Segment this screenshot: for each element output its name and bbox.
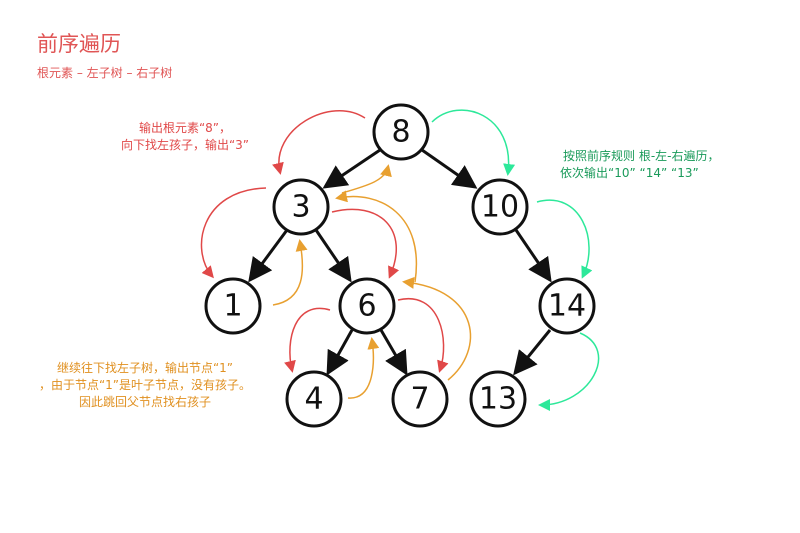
edge-14-13 (513, 329, 552, 376)
root-note-line: 向下找左孩子，输出“3” (120, 138, 250, 152)
edge-3-6 (314, 229, 352, 283)
root-note: 输出根元素“8”， 向下找左孩子，输出“3” (100, 120, 270, 154)
svg-text:4: 4 (304, 382, 323, 417)
right-note-line: 依次输出“10” “14” “13” (560, 166, 699, 180)
red-arrows (200, 109, 449, 373)
edge-3-1 (248, 229, 289, 283)
edge-8-3 (322, 148, 381, 189)
right-note-line: 按照前序规则 根-左-右遍历， (563, 149, 720, 163)
svg-text:14: 14 (548, 289, 586, 324)
node-7: 7 (391, 370, 449, 428)
node-3: 3 (272, 178, 330, 236)
left-subtree-note: 继续往下找左子树，输出节点“1” ，由于节点“1”是叶子节点，没有孩子。 因此跳… (15, 360, 275, 411)
tree-edges (248, 148, 552, 376)
svg-text:10: 10 (481, 190, 519, 225)
svg-text:3: 3 (291, 190, 310, 225)
edge-10-14 (514, 229, 552, 283)
node-6: 6 (338, 277, 396, 335)
node-14: 14 (538, 277, 596, 335)
left-note-line: 继续往下找左子树，输出节点“1” (56, 361, 234, 375)
svg-text:7: 7 (410, 382, 429, 417)
node-4: 4 (285, 370, 343, 428)
svg-text:13: 13 (479, 382, 517, 417)
green-arrows (431, 109, 600, 411)
page-title: 前序遍历 (37, 32, 121, 56)
left-note-line: 因此跳回父节点找右孩子 (78, 395, 211, 409)
svg-text:6: 6 (357, 289, 376, 324)
orange-arrows (272, 164, 472, 399)
edge-6-7 (379, 329, 408, 376)
node-10: 10 (471, 178, 529, 236)
node-13: 13 (469, 370, 527, 428)
root-note-line: 输出根元素“8”， (138, 121, 232, 135)
right-subtree-note: 按照前序规则 根-左-右遍历， 依次输出“10” “14” “13” (560, 148, 719, 182)
node-8: 8 (372, 103, 430, 161)
left-note-line: ，由于节点“1”是叶子节点，没有孩子。 (38, 378, 252, 392)
node-1: 1 (204, 277, 262, 335)
svg-text:8: 8 (391, 115, 410, 150)
subtitle: 根元素 – 左子树 – 右子树 (37, 66, 173, 80)
edge-6-4 (326, 329, 354, 376)
edge-8-10 (421, 148, 478, 189)
svg-text:1: 1 (223, 289, 242, 324)
